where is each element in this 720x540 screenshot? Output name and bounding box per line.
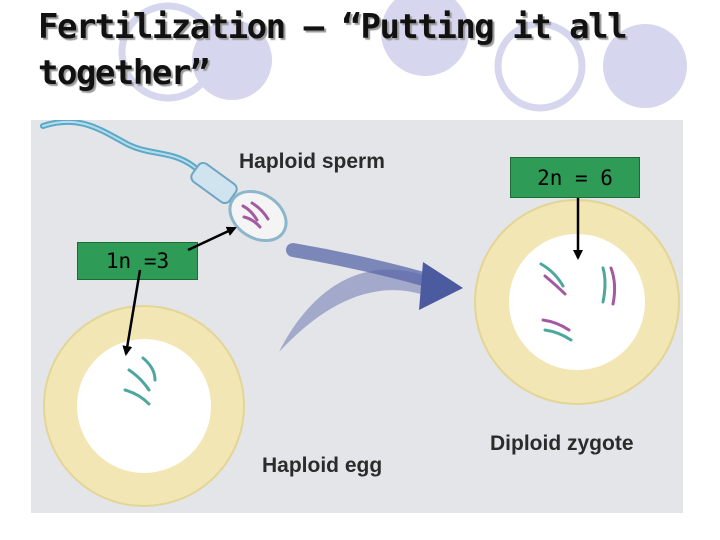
label-haploid-egg: Haploid egg (262, 454, 382, 477)
egg-cell-icon (43, 305, 245, 507)
label-haploid-sperm: Haploid sperm (239, 150, 385, 173)
decorative-circles (118, 0, 687, 112)
fertilization-arrow-icon (279, 243, 463, 352)
slide-title: Fertilization – “Putting it all together… (38, 7, 628, 93)
sperm-icon (40, 120, 288, 243)
callout-haploid-count: 1n =3 (77, 242, 198, 280)
callout-diploid-count: 2n = 6 (510, 157, 640, 198)
zygote-cell-icon (474, 199, 680, 405)
label-diploid-zygote: Diploid zygote (490, 432, 634, 455)
